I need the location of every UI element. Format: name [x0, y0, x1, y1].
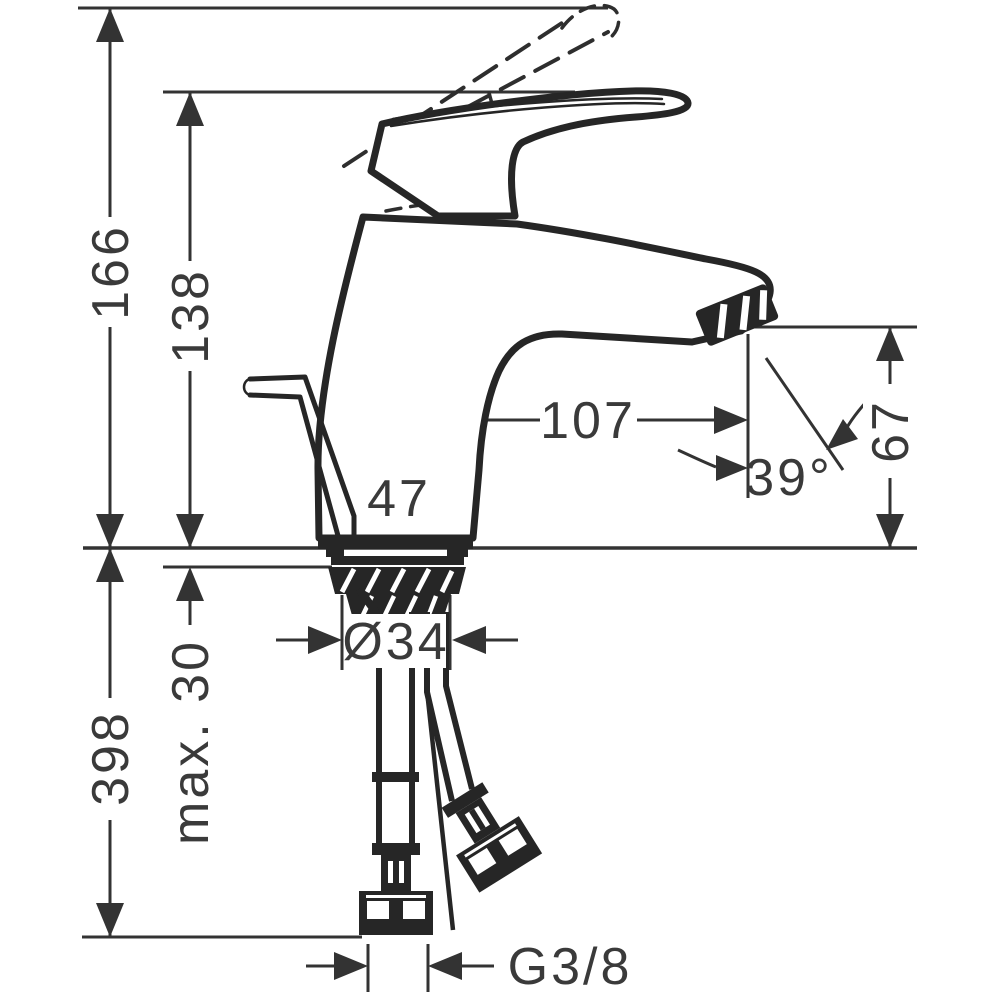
aerator: [695, 284, 779, 346]
dim-handle-height: 138: [162, 261, 220, 371]
spray-angle-line: [764, 357, 845, 471]
dim-label-g38: G3/8: [508, 938, 633, 996]
pull-rod: [242, 374, 357, 546]
lever-slot-line-bottom: [389, 101, 666, 128]
dim-shank-diameter: Ø34: [342, 613, 449, 671]
dimension-166: [96, 8, 124, 548]
extension-lines: [78, 6, 917, 992]
dim-base-width: 47: [361, 470, 437, 528]
dim-max-mounting: max. 30: [162, 639, 220, 845]
dimension-138: [176, 92, 204, 548]
dim-label-39deg: 39°: [745, 449, 833, 507]
dim-spout-height: 67: [862, 389, 920, 473]
dimension-398: [96, 548, 124, 937]
dim-spray-angle: 39°: [745, 449, 833, 507]
dimension-67: [876, 327, 904, 548]
faucet-body: [242, 87, 779, 546]
dim-label-138: 138: [162, 268, 220, 364]
dim-spout-reach: 107: [540, 392, 636, 450]
dim-label-d34: Ø34: [342, 613, 449, 671]
lever-slot-line-top: [391, 97, 664, 121]
dim-label-67: 67: [862, 399, 920, 463]
hose-connector-vertical: [359, 843, 433, 935]
dimension-g38: [306, 952, 494, 980]
lever-handle: [367, 87, 692, 220]
dimension-max30: [176, 567, 204, 625]
dimension-34: [276, 626, 518, 654]
dim-below-deck-length: 398: [82, 700, 140, 816]
washer: [331, 556, 464, 565]
dim-connection-thread: G3/8: [508, 938, 633, 996]
dim-overall-height: 166: [82, 217, 140, 327]
dim-label-107: 107: [540, 392, 636, 450]
dim-label-max30: max. 30: [162, 639, 220, 845]
base-plate: [318, 539, 473, 549]
dim-label-47: 47: [367, 470, 431, 528]
dim-label-398: 398: [82, 710, 140, 806]
dim-label-166: 166: [82, 224, 140, 320]
